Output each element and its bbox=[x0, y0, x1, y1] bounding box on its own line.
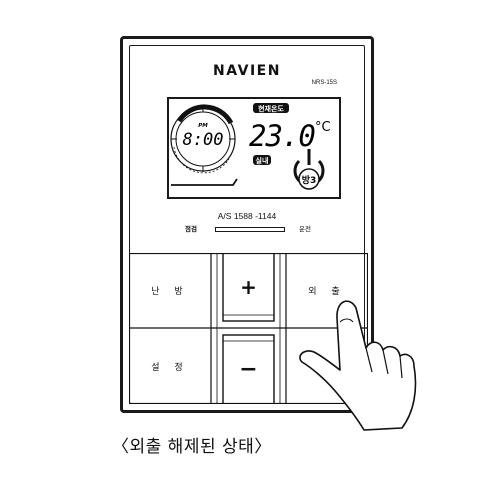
clock-ring bbox=[170, 104, 236, 174]
lcd-graphics: PM 8:00 현재온도 23.0 °C 실내 방3 bbox=[170, 103, 331, 190]
indoor-label: 실내 bbox=[256, 156, 269, 165]
lcd-bottom-bar bbox=[171, 178, 238, 186]
temperature-value: 23.0 bbox=[249, 119, 315, 153]
status-caption: 〈외출 해제된 상태〉 bbox=[112, 437, 272, 457]
room-badge-circle bbox=[298, 168, 320, 190]
outing-button[interactable]: 외 출 bbox=[308, 287, 346, 297]
button-panel: 난 방 + 외 출 설 정 − bbox=[129, 253, 368, 404]
settings-button[interactable]: 설 정 bbox=[151, 362, 189, 373]
room-badge: 방3 bbox=[302, 174, 317, 186]
run-led-label: 운전 bbox=[299, 225, 311, 233]
plus-button[interactable]: + bbox=[240, 275, 257, 299]
as-phone-number: A/S 1588 -1144 bbox=[217, 211, 277, 221]
temperature-unit: °C bbox=[315, 120, 331, 135]
check-led-label: 점검 bbox=[185, 225, 197, 233]
current-temp-badge bbox=[253, 103, 289, 113]
current-temp-label: 현재온도 bbox=[258, 104, 284, 113]
brand-logo: NAVIEN bbox=[213, 63, 281, 79]
heating-button[interactable]: 난 방 bbox=[151, 287, 189, 297]
status-led-bar bbox=[215, 227, 285, 232]
model-number: NRS-15S bbox=[311, 80, 337, 86]
status-led-row: 점검 운전 bbox=[123, 223, 371, 235]
indoor-badge bbox=[253, 155, 271, 165]
clock-time: 8:00 bbox=[183, 130, 224, 150]
minus-button[interactable]: − bbox=[239, 357, 258, 382]
button-panel-lines bbox=[129, 253, 368, 404]
time-period-label: PM bbox=[198, 123, 208, 129]
lcd-display: PM 8:00 현재온도 23.0 °C 실내 방3 bbox=[167, 97, 341, 199]
thermostat-device: NAVIEN NRS-15S PM 8:00 현재온도 23. bbox=[120, 36, 374, 413]
